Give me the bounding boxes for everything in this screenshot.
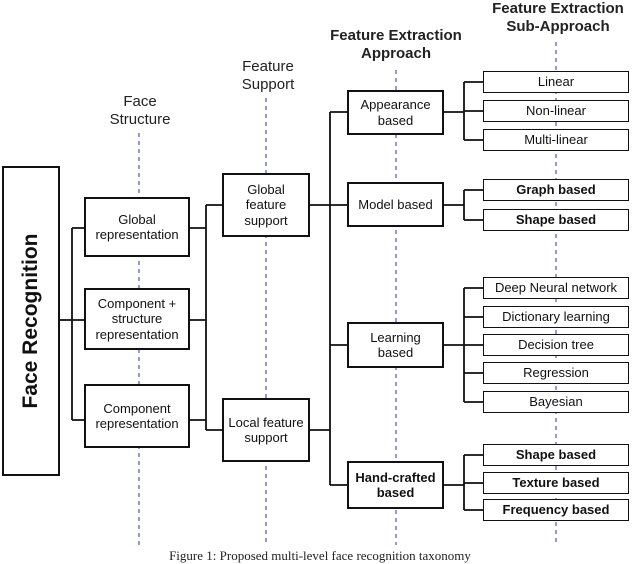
root-face-recognition: Face Recognition — [2, 166, 60, 476]
node-multi-linear: Multi-linear — [483, 129, 629, 151]
node-texture-based: Texture based — [483, 472, 629, 494]
node-decision-tree: Decision tree — [483, 334, 629, 356]
node-component-structure-representation: Component + structure representation — [84, 288, 190, 350]
node-frequency-based: Frequency based — [483, 499, 629, 521]
node-non-linear: Non-linear — [483, 100, 629, 122]
node-global-feature-support: Global feature support — [222, 173, 310, 237]
node-learning-based: Learning based — [347, 322, 444, 368]
header-feature-extraction-approach: Feature Extraction Approach — [330, 27, 462, 62]
node-appearance-based: Appearance based — [347, 90, 444, 135]
node-graph-based: Graph based — [483, 179, 629, 201]
root-label: Face Recognition — [19, 233, 42, 409]
node-global-representation: Global representation — [84, 197, 190, 257]
node-component-representation: Component representation — [84, 384, 190, 448]
node-dictionary-learning: Dictionary learning — [483, 306, 629, 328]
node-model-based: Model based — [347, 182, 444, 227]
node-bayesian: Bayesian — [483, 391, 629, 413]
node-shape-based-handcrafted: Shape based — [483, 444, 629, 466]
node-linear: Linear — [483, 71, 629, 93]
node-shape-based-model: Shape based — [483, 209, 629, 231]
node-local-feature-support: Local feature support — [222, 398, 310, 462]
header-feature-extraction-sub-approach: Feature Extraction Sub-Approach — [492, 0, 624, 35]
figure-caption: Figure 1: Proposed multi-level face reco… — [169, 548, 471, 563]
node-hand-crafted-based: Hand-crafted based — [347, 461, 444, 509]
node-deep-neural-network: Deep Neural network — [483, 277, 629, 299]
header-feature-support: Feature Support — [241, 58, 295, 93]
header-face-structure: Face Structure — [109, 93, 171, 128]
node-regression: Regression — [483, 362, 629, 384]
